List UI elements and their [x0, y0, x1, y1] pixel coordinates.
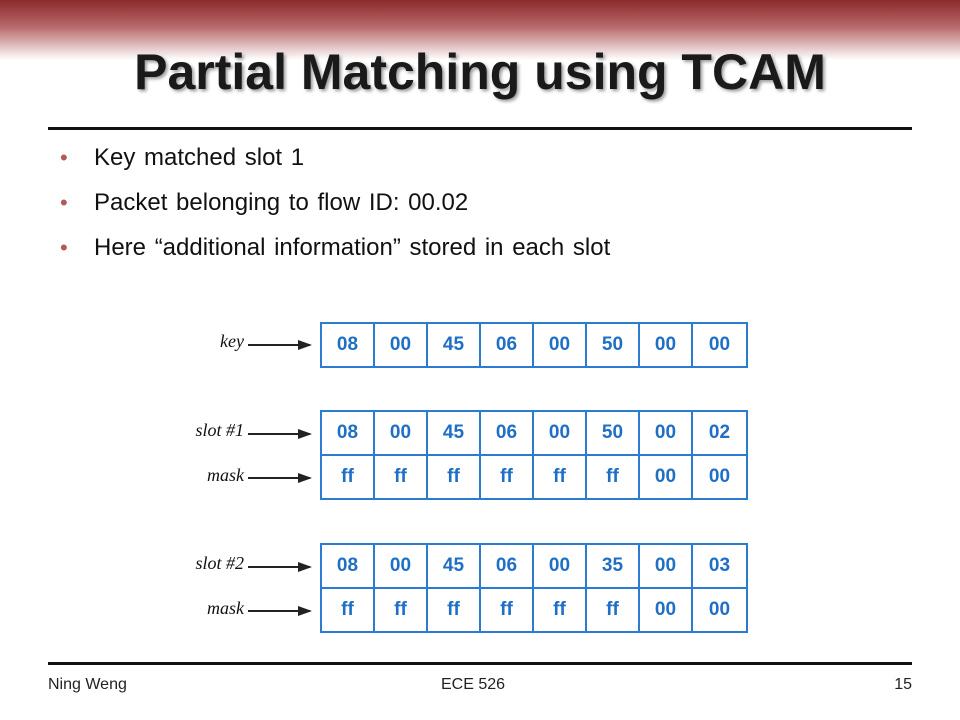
tcam-cell: 00 [640, 589, 693, 631]
header-gradient-band [0, 0, 960, 60]
tcam-cell: 50 [587, 324, 640, 366]
tcam-cell: 06 [481, 545, 534, 587]
tcam-cell: 00 [708, 466, 731, 487]
row-label-slot-1: slot #1 [195, 420, 244, 440]
tcam-cell: ff [322, 589, 375, 631]
bullet-item: • Here “additional information” stored i… [60, 228, 610, 273]
tcam-cell: 00 [534, 324, 587, 366]
tcam-cell: ff [428, 589, 481, 631]
tcam-cell: 00 [375, 412, 428, 454]
tcam-cell: 03 [708, 555, 731, 576]
tcam-cell: ff [481, 589, 534, 631]
tcam-cell: 00 [375, 324, 428, 366]
tcam-cell: 50 [587, 412, 640, 454]
tcam-cell: 00 [534, 412, 587, 454]
slide-title: Partial Matching using TCAM [134, 44, 826, 100]
footer-author: Ning Weng [48, 676, 127, 693]
tcam-cell: 00 [640, 545, 693, 587]
tcam-cell: 06 [481, 412, 534, 454]
tcam-cell: ff [587, 456, 640, 498]
row-label-key: key [220, 331, 244, 351]
tcam-cell: 08 [322, 412, 375, 454]
bullet-dot-icon: • [60, 145, 68, 170]
arrow-icon [248, 473, 312, 483]
tcam-cell: 08 [322, 545, 375, 587]
row-label-mask-1: mask [207, 465, 244, 485]
tcam-cell: 00 [640, 324, 693, 366]
tcam-cell: 00 [534, 545, 587, 587]
tcam-cell: ff [481, 456, 534, 498]
tcam-cell: 45 [428, 545, 481, 587]
tcam-cell: 35 [587, 545, 640, 587]
tcam-cell: ff [375, 456, 428, 498]
arrow-icon [248, 340, 312, 350]
bullet-item: • Packet belonging to flow ID: 00.02 [60, 183, 610, 228]
tcam-cell: 45 [428, 324, 481, 366]
footer-course: ECE 526 [441, 676, 506, 693]
tcam-cell: ff [375, 589, 428, 631]
tcam-cell: 00 [640, 412, 693, 454]
tcam-cell: 06 [481, 324, 534, 366]
tcam-cell: 45 [428, 412, 481, 454]
tcam-cell: 00 [708, 599, 731, 620]
footer-page-number: 15 [894, 676, 912, 693]
bullet-text: Here “additional information” stored in … [94, 234, 611, 261]
bullet-text: Key matched slot 1 [94, 144, 305, 171]
row-label-slot-2: slot #2 [195, 553, 244, 573]
title-divider [48, 127, 912, 130]
tcam-cell: 00 [375, 545, 428, 587]
arrow-icon [248, 606, 312, 616]
arrow-icon [248, 562, 312, 572]
tcam-cell: ff [534, 456, 587, 498]
tcam-cell: ff [322, 456, 375, 498]
arrow-icon [248, 429, 312, 439]
tcam-cell: 00 [708, 334, 731, 355]
bullet-dot-icon: • [60, 235, 68, 260]
tcam-cell: 00 [640, 456, 693, 498]
tcam-cell: ff [587, 589, 640, 631]
bullet-dot-icon: • [60, 190, 68, 215]
row-label-mask-2: mask [207, 598, 244, 618]
footer-divider [48, 662, 912, 665]
tcam-cell: 02 [708, 422, 731, 443]
bullet-list: • Key matched slot 1 • Packet belonging … [60, 138, 610, 273]
bullet-item: • Key matched slot 1 [60, 138, 610, 183]
tcam-cell: ff [534, 589, 587, 631]
tcam-cell: 08 [322, 324, 375, 366]
bullet-text: Packet belonging to flow ID: 00.02 [94, 189, 469, 216]
tcam-cell: ff [428, 456, 481, 498]
